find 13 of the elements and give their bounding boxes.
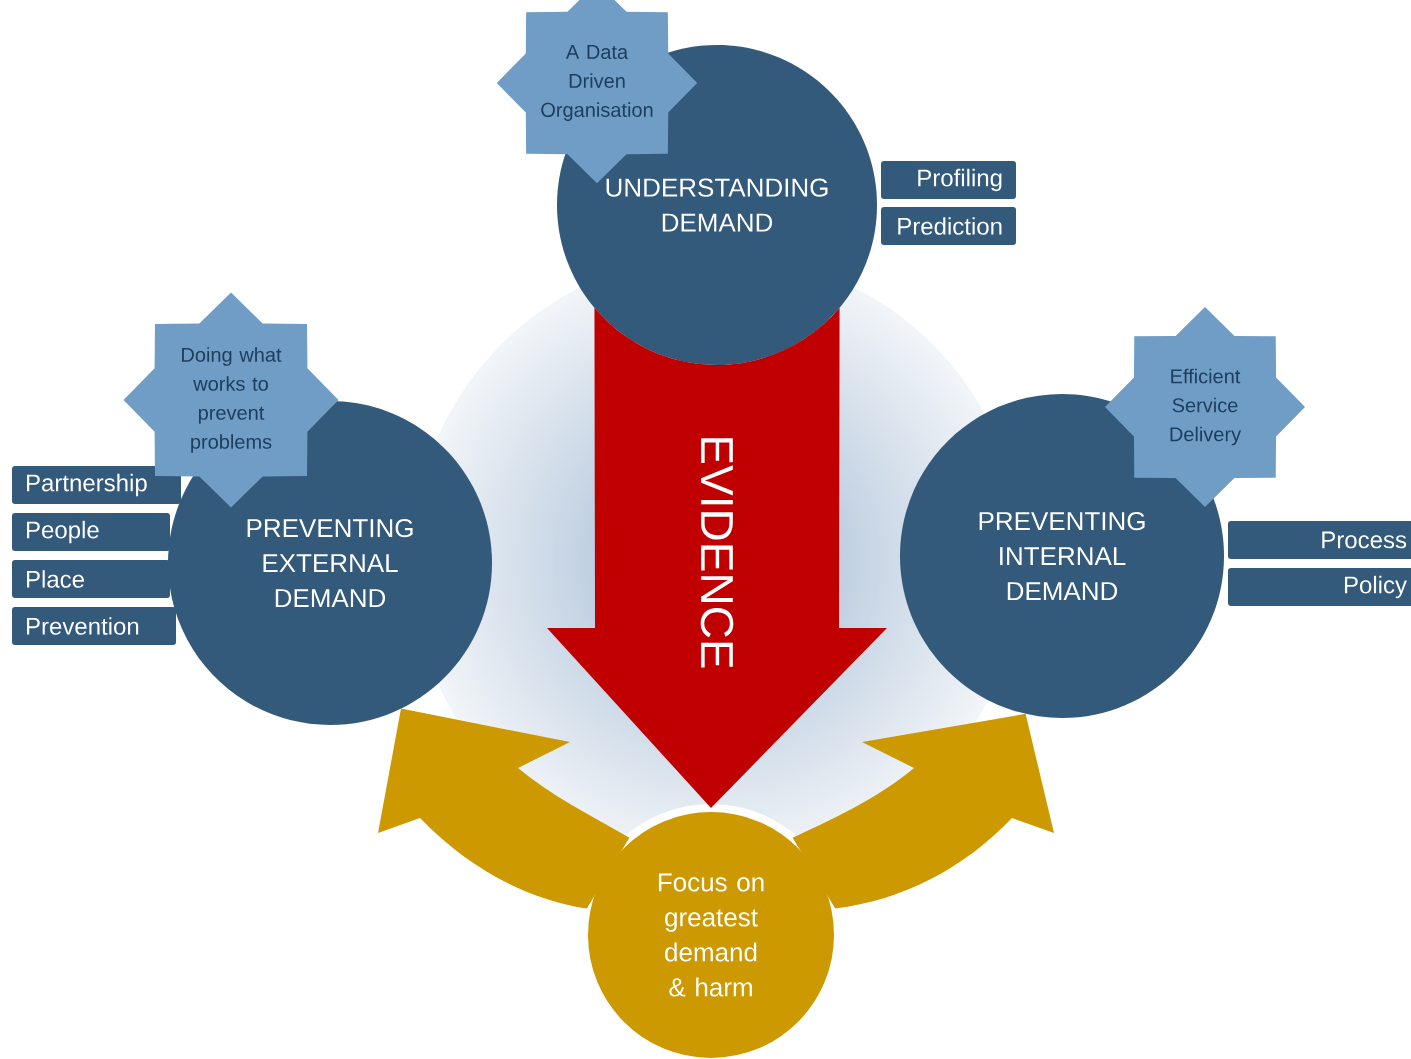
curved-arrow (792, 713, 1054, 909)
tab-label: Prediction (879, 205, 1018, 247)
evidence-arrow (547, 307, 887, 808)
tab-label: Partnership (10, 464, 183, 506)
tab-label: Process (1226, 519, 1411, 561)
star-badge: Efficient Service Delivery (1105, 307, 1305, 507)
tab-label: Place (10, 558, 172, 600)
tab-label: Policy (1226, 566, 1411, 608)
curved-arrow (378, 708, 630, 909)
tab-label: People (10, 511, 172, 553)
tab-label: Profiling (879, 159, 1018, 201)
tab-label: Prevention (10, 605, 178, 647)
edge-label: EVIDENCE (700, 438, 734, 668)
